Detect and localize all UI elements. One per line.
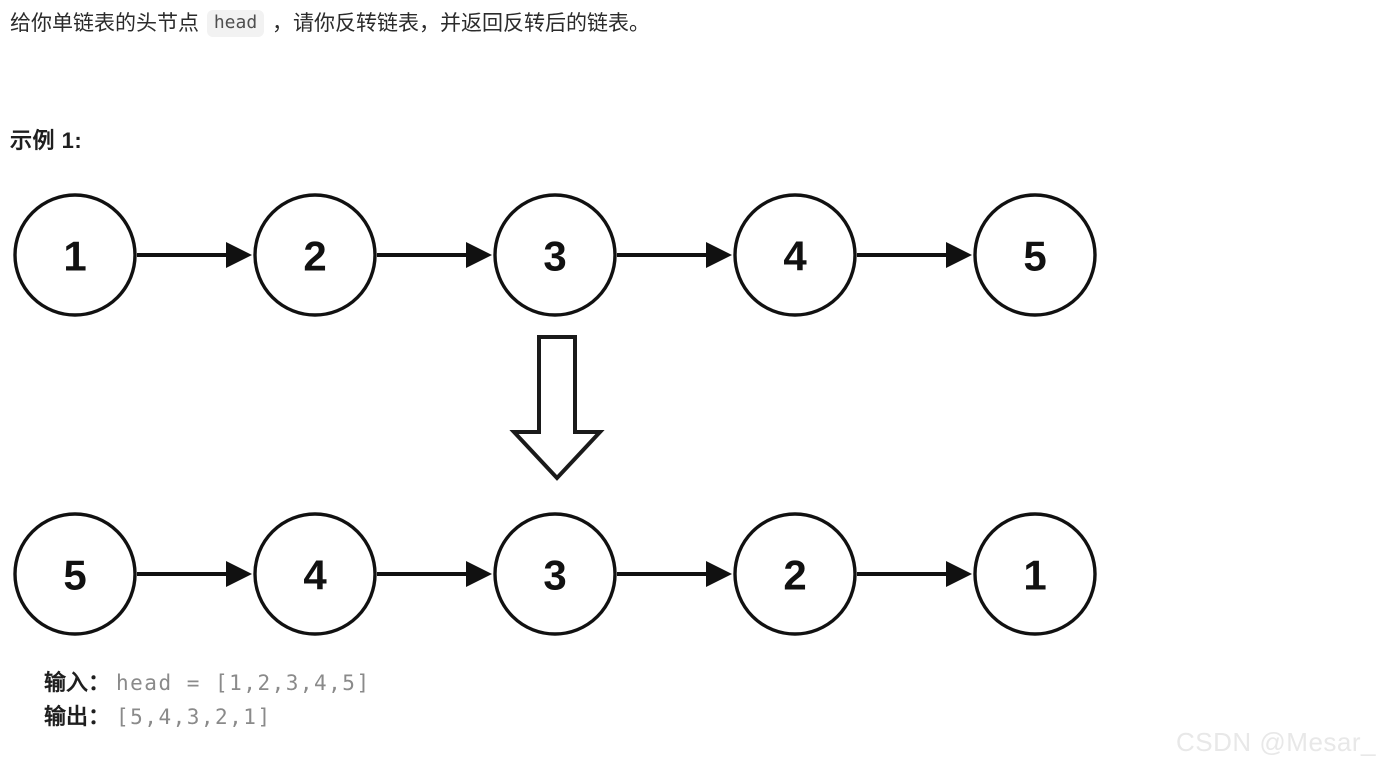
input-value: head = [1,2,3,4,5] bbox=[116, 671, 371, 695]
problem-statement: 给你单链表的头节点 head ，请你反转链表，并返回反转后的链表。 bbox=[10, 7, 650, 41]
list-node: 4 bbox=[733, 193, 857, 317]
list-link bbox=[377, 561, 492, 587]
list-node: 5 bbox=[973, 193, 1097, 317]
list-node: 3 bbox=[493, 512, 617, 636]
list-node: 3 bbox=[493, 193, 617, 317]
node-value: 1 bbox=[1023, 552, 1046, 599]
list-node: 2 bbox=[733, 512, 857, 636]
list-link bbox=[617, 242, 732, 268]
input-label: 输入： bbox=[44, 670, 111, 695]
list-node: 1 bbox=[13, 193, 137, 317]
node-value: 4 bbox=[303, 552, 327, 599]
list-link bbox=[377, 242, 492, 268]
list-link bbox=[857, 242, 972, 268]
statement-text-after: ，请你反转链表，并返回反转后的链表。 bbox=[272, 12, 651, 35]
down-block-arrow-icon bbox=[509, 335, 605, 481]
output-line: 输出：[5,4,3,2,1] bbox=[44, 700, 371, 734]
list-link bbox=[617, 561, 732, 587]
output-label: 输出： bbox=[44, 704, 111, 729]
list-link bbox=[137, 242, 252, 268]
head-code-chip: head bbox=[206, 10, 265, 37]
list-node: 1 bbox=[973, 512, 1097, 636]
output-value: [5,4,3,2,1] bbox=[116, 705, 272, 729]
list-node: 5 bbox=[13, 512, 137, 636]
node-value: 3 bbox=[543, 552, 566, 599]
io-block: 输入：head = [1,2,3,4,5] 输出：[5,4,3,2,1] bbox=[44, 666, 371, 734]
node-value: 4 bbox=[783, 233, 807, 280]
node-value: 2 bbox=[783, 552, 806, 599]
list-link bbox=[857, 561, 972, 587]
node-value: 1 bbox=[63, 233, 86, 280]
reversed-linked-list-row: 5 4 3 2 bbox=[13, 512, 1097, 636]
list-node: 4 bbox=[253, 512, 377, 636]
original-linked-list-row: 1 2 3 4 bbox=[13, 193, 1097, 317]
input-line: 输入：head = [1,2,3,4,5] bbox=[44, 666, 371, 700]
node-value: 2 bbox=[303, 233, 326, 280]
linked-list-diagram: 1 2 3 4 bbox=[0, 170, 1130, 660]
example-heading: 示例 1: bbox=[10, 128, 83, 153]
node-value: 3 bbox=[543, 233, 566, 280]
node-value: 5 bbox=[1023, 233, 1046, 280]
statement-text-before: 给你单链表的头节点 bbox=[10, 12, 199, 35]
node-value: 5 bbox=[63, 552, 86, 599]
list-link bbox=[137, 561, 252, 587]
csdn-watermark: CSDN @Mesar_ bbox=[1176, 727, 1376, 757]
list-node: 2 bbox=[253, 193, 377, 317]
